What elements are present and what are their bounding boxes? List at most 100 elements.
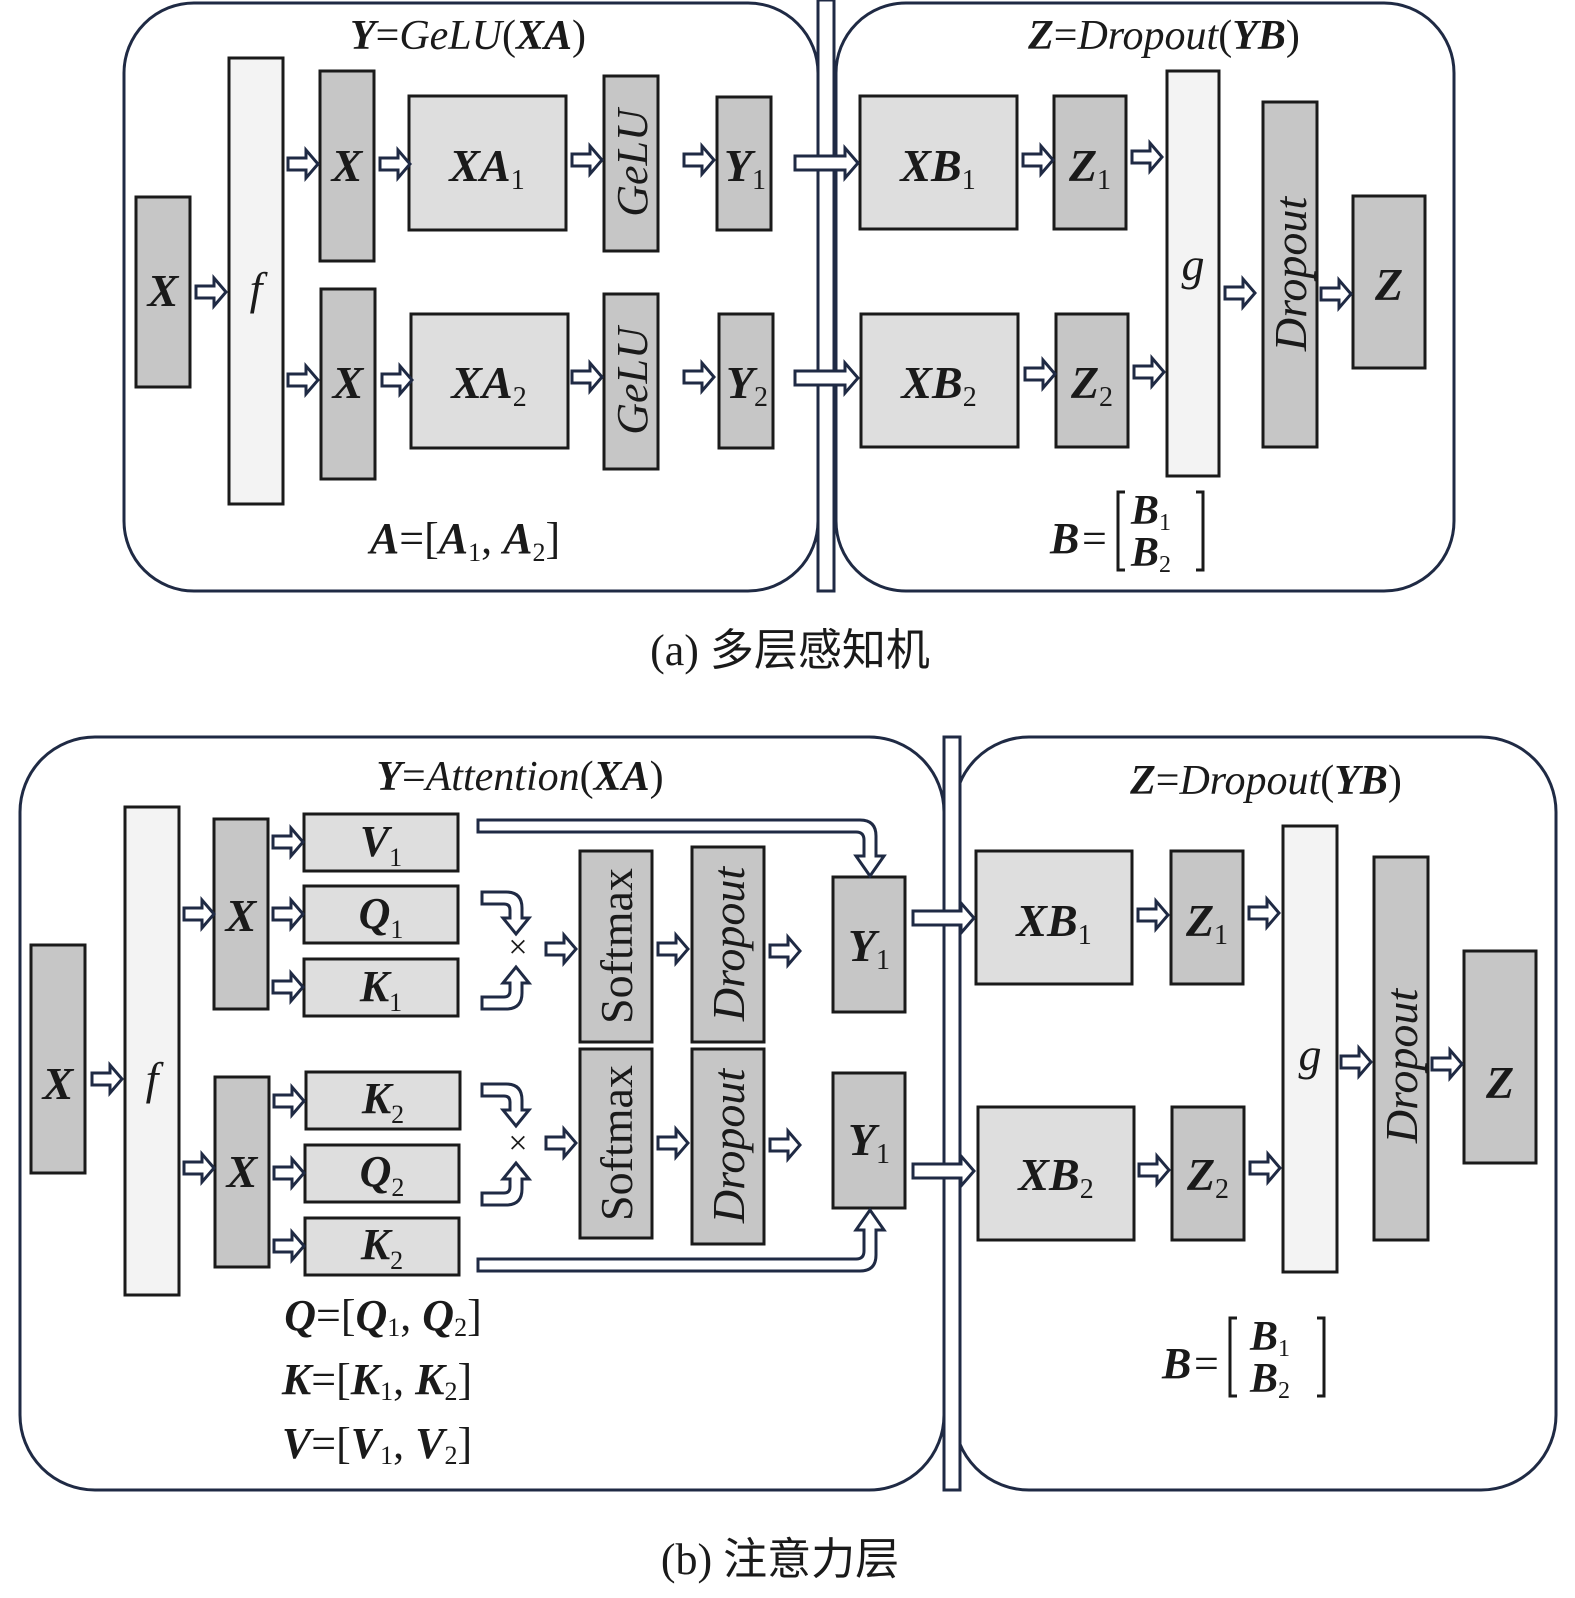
input-x-box bbox=[134, 195, 192, 389]
a-dropout-box bbox=[1261, 100, 1319, 449]
arrow-right-icon bbox=[682, 358, 716, 396]
svg-text:B1: B1 bbox=[1249, 1314, 1290, 1362]
arrow-right-icon bbox=[544, 930, 578, 968]
branch1-xa-label: XA1 bbox=[447, 140, 524, 196]
branch2-x-label: X bbox=[331, 357, 365, 408]
b-q2-box bbox=[303, 1143, 461, 1204]
arrow-right-icon bbox=[1339, 1043, 1373, 1081]
arrow-right-icon bbox=[544, 1124, 578, 1162]
arrow-right-icon bbox=[1430, 1045, 1464, 1083]
b-k2-box bbox=[303, 1216, 461, 1277]
b-k2-label: K2 bbox=[360, 1220, 403, 1275]
branch1-x-box bbox=[318, 69, 376, 263]
panel-a-left-title: Y=GeLU(XA) bbox=[350, 13, 586, 59]
b-k2-top-box bbox=[304, 1070, 462, 1131]
arrow-right-icon bbox=[194, 273, 228, 311]
b-xb2-box bbox=[976, 1105, 1136, 1242]
caption-a: (a) 多层感知机 bbox=[650, 626, 930, 675]
a-output-z-label: Z bbox=[1374, 259, 1403, 310]
a-z2-label: Z2 bbox=[1070, 357, 1113, 413]
arrow-right-icon bbox=[286, 145, 320, 183]
arrow-right-icon bbox=[1136, 896, 1170, 934]
svg-text:B1: B1 bbox=[1130, 488, 1171, 536]
b-q1-label: Q1 bbox=[359, 889, 404, 944]
bracket-left bbox=[1116, 490, 1125, 572]
b-dropout1-label: Dropout bbox=[703, 866, 754, 1022]
b-branch2-x-label: X bbox=[225, 1146, 259, 1197]
b-mul2-icon: × bbox=[508, 1125, 527, 1162]
curved-arrow-down-icon bbox=[480, 890, 533, 937]
b-z1-label: Z1 bbox=[1185, 895, 1228, 951]
b-k1-box bbox=[302, 957, 460, 1018]
arrow-right-icon bbox=[271, 968, 305, 1006]
branch2-gelu-box bbox=[602, 292, 660, 471]
split-f-box bbox=[227, 56, 285, 506]
arrow-right-icon bbox=[1137, 1151, 1171, 1189]
b-branch2-x-box bbox=[213, 1075, 271, 1269]
arrow-right-icon bbox=[271, 895, 305, 933]
b-y2-label: Y1 bbox=[848, 1114, 890, 1170]
a-xb1-box bbox=[858, 94, 1019, 231]
a-xb2-box bbox=[859, 312, 1020, 449]
figure-b: Y=Attention(XA) Z=Dropout(YB) X f X V1 Q… bbox=[18, 735, 1558, 1584]
arrow-right-icon bbox=[90, 1060, 124, 1098]
branch2-y-box bbox=[717, 312, 775, 450]
footer-q: Q=[Q1, Q2] bbox=[284, 1291, 481, 1342]
bracket-left bbox=[1228, 1316, 1237, 1398]
arrow-right-icon bbox=[1130, 138, 1164, 176]
arrow-right-icon bbox=[272, 1082, 306, 1120]
footer-k: K=[K1, K2] bbox=[281, 1355, 472, 1406]
arrow-right-icon bbox=[272, 1154, 306, 1192]
arrow-right-icon bbox=[380, 361, 414, 399]
b-dropout2-label: Dropout bbox=[703, 1068, 754, 1224]
panel-b-right-title: Z=Dropout(YB) bbox=[1129, 758, 1402, 804]
svg-text:B2: B2 bbox=[1130, 530, 1171, 578]
arrow-right-icon bbox=[272, 1227, 306, 1265]
branch1-y-box bbox=[715, 95, 773, 232]
b-merge-g-label: g bbox=[1299, 1029, 1322, 1080]
bracket-right bbox=[1196, 490, 1205, 572]
arrow-right-icon bbox=[1023, 355, 1057, 393]
panel-a-right-footer: B = B1 B2 bbox=[1049, 488, 1205, 578]
arrow-right-icon bbox=[1248, 1149, 1282, 1187]
branch1-y-label: Y1 bbox=[724, 140, 766, 196]
svg-text:B: B bbox=[1161, 1339, 1191, 1388]
a-z2-box bbox=[1054, 312, 1130, 449]
b-y1-label: Y1 bbox=[848, 920, 890, 976]
b-dropout-label: Dropout bbox=[1376, 988, 1427, 1144]
b-branch1-x-label: X bbox=[224, 890, 258, 941]
arrow-right-icon bbox=[570, 358, 604, 396]
b-z2-label: Z2 bbox=[1186, 1149, 1229, 1205]
panel-a-left-footer: A=[A1, A2] bbox=[367, 514, 560, 567]
b-dropout-box bbox=[1372, 855, 1430, 1242]
a-merge-g-label: g bbox=[1182, 239, 1205, 290]
arrow-right-icon bbox=[656, 1124, 690, 1162]
a-xb2-label: XB2 bbox=[899, 357, 976, 413]
branch2-gelu-label: GeLU bbox=[608, 324, 657, 435]
arrow-right-icon bbox=[182, 895, 216, 933]
b-xb1-label: XB1 bbox=[1014, 895, 1091, 951]
b-k2-top-label: K2 bbox=[361, 1074, 404, 1129]
a-xb1-label: XB1 bbox=[898, 140, 975, 196]
arrow-right-icon bbox=[271, 823, 305, 861]
arrows-layer bbox=[90, 0, 1464, 1492]
v1-to-y1-arrow-icon bbox=[476, 818, 887, 879]
a-output-z-box bbox=[1351, 194, 1427, 370]
b-mul1-icon: × bbox=[508, 929, 527, 966]
b-xb2-label: XB2 bbox=[1016, 1149, 1093, 1205]
arrow-right-icon bbox=[570, 141, 604, 179]
branch2-x-box bbox=[319, 287, 377, 481]
b-v1-label: V1 bbox=[360, 817, 402, 872]
b-merge-g-box bbox=[1281, 824, 1339, 1274]
b-z1-box bbox=[1169, 849, 1245, 986]
arrow-right-icon bbox=[1021, 141, 1055, 179]
b-k1-label: K1 bbox=[359, 962, 402, 1017]
branch1-xa-box bbox=[407, 94, 568, 232]
b-y2-box bbox=[831, 1071, 907, 1210]
branch1-gelu-box bbox=[602, 74, 660, 253]
b-softmax1-label: Softmax bbox=[591, 868, 642, 1024]
b-softmax2-box bbox=[578, 1047, 654, 1240]
b-input-x-label: X bbox=[41, 1058, 75, 1109]
curved-arrow-up-icon bbox=[480, 964, 533, 1011]
